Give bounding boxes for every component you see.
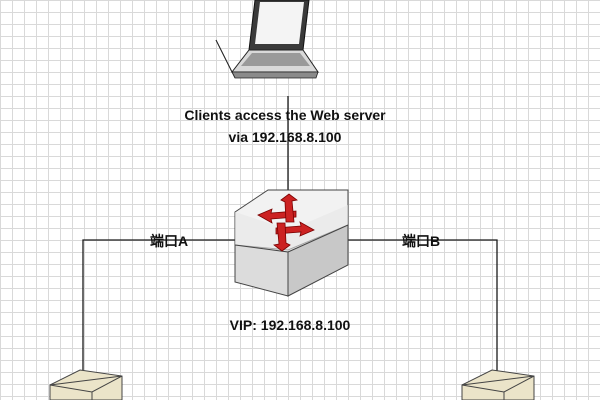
- server-left-icon: [49, 369, 123, 400]
- port-b-label: 端口B: [402, 233, 441, 249]
- switch-arrows: [257, 193, 315, 252]
- vip-label: VIP: 192.168.8.100: [229, 317, 351, 333]
- client-caption-line2: via 192.168.8.100: [228, 129, 342, 145]
- port-a-label: 端口A: [150, 233, 189, 249]
- client-caption-line1: Clients access the Web server: [184, 107, 386, 123]
- network-switch-icon: [234, 189, 349, 297]
- port-a-line: [82, 239, 235, 378]
- laptop-icon: [215, 0, 319, 79]
- port-b-line: [345, 239, 498, 378]
- server-right-icon: [461, 369, 535, 400]
